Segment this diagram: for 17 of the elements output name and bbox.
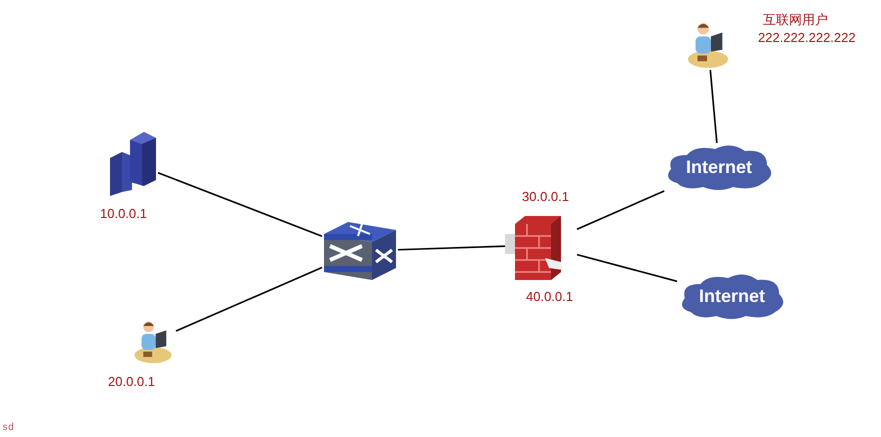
connection-line (576, 190, 665, 230)
address-label: 10.0.0.1 (100, 207, 147, 220)
address-label: 222.222.222.222 (758, 31, 856, 44)
connection-line (710, 70, 718, 144)
note-text: sd (2, 424, 14, 434)
address-label: 40.0.0.1 (526, 290, 573, 303)
switch-icon (322, 220, 398, 282)
connection-line (158, 172, 322, 238)
address-label: 互联网用户 (763, 13, 828, 26)
connection-line (398, 245, 506, 251)
cloud-label: Internet (698, 287, 765, 305)
connection-line (576, 254, 678, 282)
address-label: 30.0.0.1 (522, 190, 569, 203)
address-label: 20.0.0.1 (108, 375, 155, 388)
connection-line (176, 266, 322, 332)
cloud-label: Internet (686, 158, 752, 176)
server-icon (108, 130, 158, 196)
